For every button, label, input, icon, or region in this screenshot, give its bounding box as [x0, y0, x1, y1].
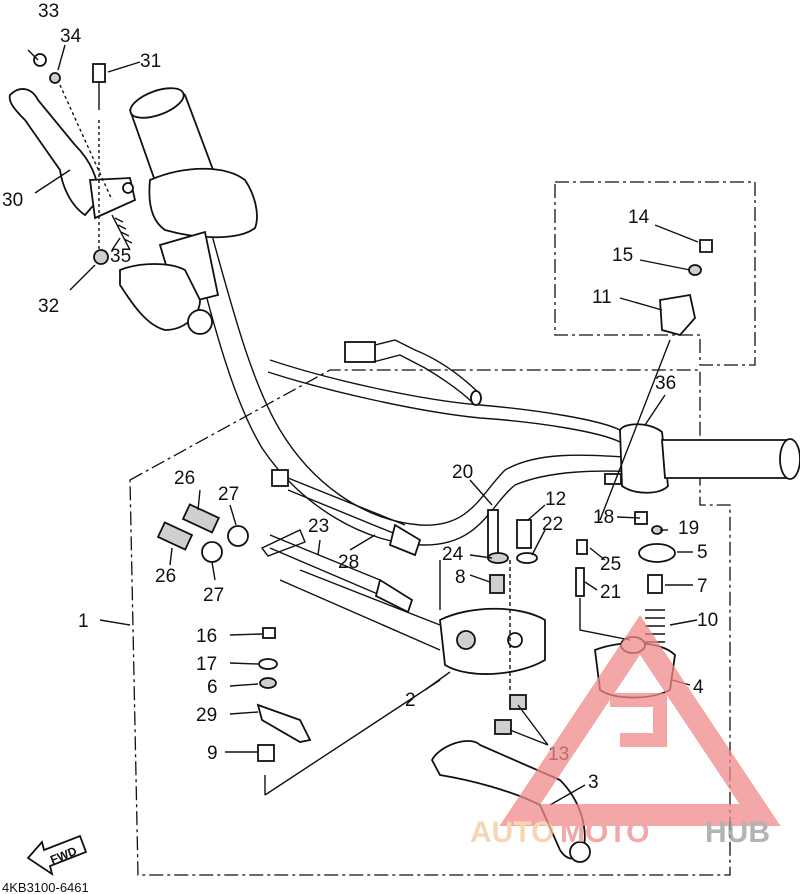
callouts: 33 34 31 30 35 32 14 15 11 36 20 12 22 1…	[2, 1, 718, 793]
callout-11: 11	[592, 287, 612, 308]
callout-23: 23	[308, 516, 329, 537]
watermark-auto: AUTO	[470, 816, 554, 849]
left-grip-assembly	[119, 87, 258, 335]
callout-1: 1	[78, 611, 89, 632]
callout-35: 35	[110, 246, 131, 267]
callout-7: 7	[697, 576, 708, 597]
callout-29: 29	[196, 705, 217, 726]
callout-6: 6	[207, 677, 218, 698]
callout-26-top: 26	[174, 468, 195, 489]
callout-3: 3	[588, 772, 599, 793]
callout-20: 20	[452, 462, 473, 483]
callout-27-top: 27	[218, 484, 239, 505]
callout-10: 10	[697, 610, 718, 631]
callout-34: 34	[60, 26, 82, 47]
leader-lines	[27, 44, 699, 806]
callout-28: 28	[338, 552, 359, 573]
small-parts-right	[575, 239, 713, 643]
watermark-logo: AUTO MOTO HUB	[470, 615, 781, 849]
callout-21: 21	[600, 582, 621, 603]
cables	[260, 339, 482, 651]
callout-32: 32	[38, 296, 59, 317]
callout-22: 22	[542, 514, 563, 535]
callout-18: 18	[593, 507, 614, 528]
callout-31: 31	[140, 51, 161, 72]
callout-24: 24	[442, 544, 464, 565]
watermark-moto: MOTO	[560, 816, 649, 849]
callout-26-bottom: 26	[155, 566, 176, 587]
handlebar	[184, 209, 641, 546]
callout-4: 4	[693, 677, 704, 698]
small-parts-left	[156, 503, 441, 796]
callout-17: 17	[196, 654, 217, 675]
callout-8: 8	[455, 567, 466, 588]
diagram-code: 4KB3100-6461	[2, 880, 89, 894]
callout-16: 16	[196, 626, 217, 647]
callout-33: 33	[38, 1, 59, 22]
callout-30: 30	[2, 190, 23, 211]
callout-2: 2	[405, 690, 416, 711]
callout-36: 36	[655, 373, 676, 394]
watermark-hub: HUB	[705, 816, 770, 849]
callout-25: 25	[600, 554, 621, 575]
callout-12: 12	[545, 489, 566, 510]
right-grip-switch	[604, 423, 800, 494]
callout-14: 14	[628, 207, 650, 228]
clutch-lever-left	[8, 53, 137, 265]
group-boundaries	[129, 181, 756, 876]
callout-5: 5	[697, 542, 708, 563]
callout-9: 9	[207, 743, 218, 764]
callout-19: 19	[678, 518, 699, 539]
callout-27-bottom: 27	[203, 585, 224, 606]
fwd-arrow-icon: FWD	[26, 834, 88, 877]
callout-15: 15	[612, 245, 633, 266]
